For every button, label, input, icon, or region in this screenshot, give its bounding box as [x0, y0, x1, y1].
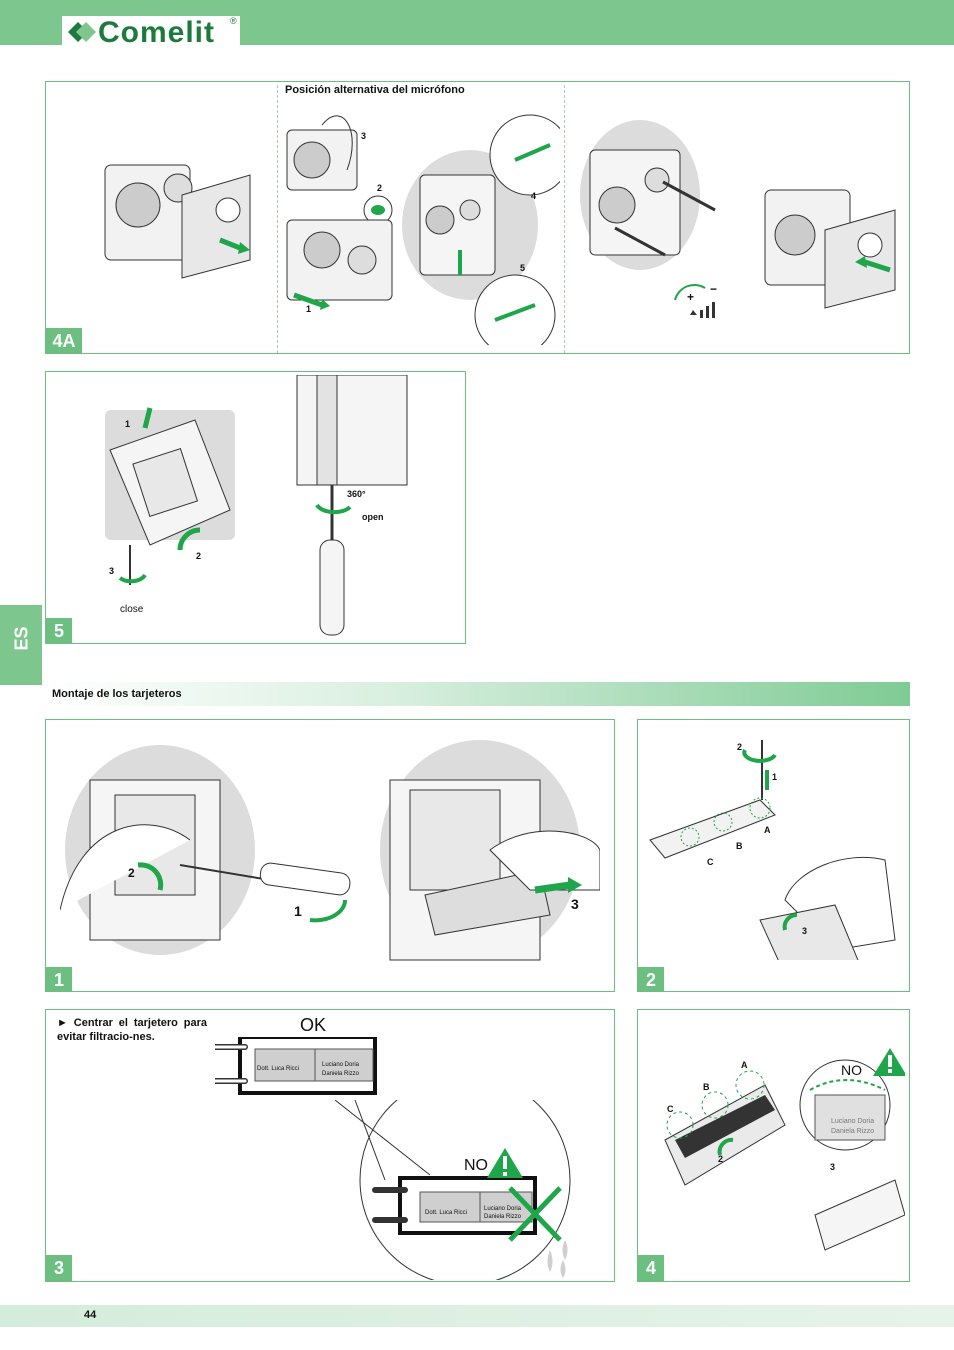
step-letter: B: [736, 841, 743, 851]
volume-plus-label: +: [687, 290, 695, 304]
step-number: 3: [571, 896, 579, 912]
logo-wordmark: Comelit: [98, 16, 216, 49]
step-letter: A: [741, 1060, 748, 1070]
comelit-logo-icon: [68, 22, 96, 42]
step-number: 2: [377, 183, 383, 193]
panel-5-tag: 5: [46, 618, 72, 643]
screwdriver-open-illustration: [296, 375, 408, 636]
panel-4a-tag: 4A: [46, 328, 82, 353]
figure-2-tag: 2: [638, 967, 664, 992]
panel-4a-caption: Posición alternativa del micrófono: [285, 84, 465, 96]
section-title: Montaje de los tarjeteros: [52, 688, 182, 700]
no-label: NO: [841, 1062, 862, 1078]
volume-minus-label: −: [710, 282, 718, 296]
panel-divider: [277, 85, 278, 353]
panel-backplate-illustration: [402, 114, 560, 345]
step-number: 3: [361, 131, 367, 141]
registered-mark: ®: [230, 16, 237, 26]
step-number: 3: [109, 566, 115, 576]
card-name-right: Luciano Doria: [484, 1206, 522, 1212]
card-name-left: Dott. Luca Ricci: [425, 1210, 468, 1216]
step-letter: B: [703, 1082, 710, 1092]
figure-3-tag: 3: [46, 1255, 72, 1281]
card-name-right-2: Daniela Rizzo: [831, 1128, 875, 1135]
ok-label: OK: [300, 1015, 327, 1035]
card-name-right: Luciano Doria: [322, 1062, 360, 1068]
section-header: [45, 682, 910, 706]
volume-adjust-illustration: [580, 120, 716, 318]
front-plate-mounting-illustration: [764, 189, 896, 309]
language-tab-label: ES: [11, 626, 32, 651]
microphone-position-illustration: [286, 115, 393, 310]
step-number: 4: [531, 191, 537, 201]
no-label: NO: [464, 1157, 488, 1174]
step-letter: C: [667, 1104, 674, 1114]
angle-label: 360°: [347, 489, 366, 499]
footer-bar: [0, 1305, 954, 1327]
step-number: 3: [830, 1162, 836, 1172]
card-holder-wrong-illustration: [335, 1100, 600, 1280]
card-name-right-2: Daniela Rizzo: [322, 1071, 360, 1077]
step-number: 5: [520, 263, 526, 273]
panel-divider: [564, 85, 565, 353]
step-number: 3: [802, 926, 808, 936]
card-holder-insert-illustration: [649, 740, 896, 960]
step-letter: C: [707, 857, 714, 867]
step-number: 1: [125, 419, 131, 429]
step-number: 1: [294, 903, 302, 919]
step-number: 1: [306, 304, 312, 314]
figure-4-tag: 4: [638, 1255, 664, 1281]
centering-note: ► Centrar el tarjetero para evitar filtr…: [57, 1017, 207, 1043]
card-holder-ok-illustration: [215, 1037, 377, 1095]
close-label: close: [120, 604, 144, 615]
card-holder-removal-illustration: [60, 740, 600, 961]
step-number: 1: [772, 772, 778, 782]
figure-1-tag: 1: [46, 967, 72, 992]
card-name-right: Luciano Doria: [831, 1118, 875, 1125]
step-number: 2: [128, 866, 135, 880]
card-name-left: Dott. Luca Ricci: [257, 1066, 300, 1072]
language-tab: [0, 605, 42, 685]
step-number: 2: [718, 1154, 724, 1164]
page-number: 44: [84, 1309, 97, 1321]
frame-tilt-illustration: [105, 407, 235, 585]
card-holder-seal-illustration: [664, 1048, 905, 1251]
step-number: 2: [737, 742, 743, 752]
step-letter: A: [764, 825, 771, 835]
card-name-right-2: Daniela Rizzo: [484, 1214, 522, 1220]
intercom-unit-illustration: [104, 164, 251, 279]
step-number: 2: [196, 551, 202, 561]
open-label: open: [362, 512, 384, 522]
